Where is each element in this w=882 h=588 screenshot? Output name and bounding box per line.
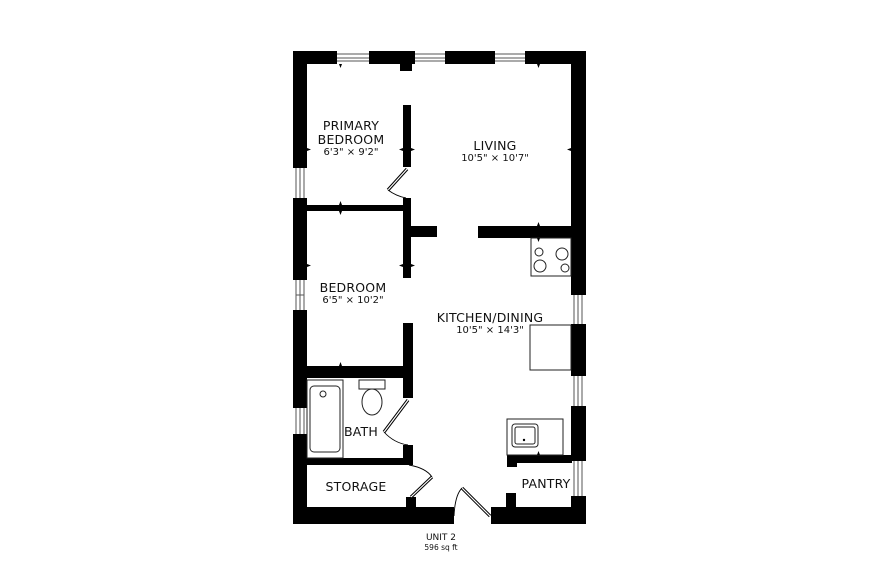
pantry-label: PANTRY bbox=[522, 477, 571, 491]
room-name: KITCHEN/DINING bbox=[436, 310, 544, 325]
room-name: PRIMARY bbox=[322, 118, 380, 133]
room-dimensions: 6'3" × 9'2" bbox=[323, 146, 379, 158]
storage-label: STORAGE bbox=[326, 480, 387, 494]
room-name: BEDROOM bbox=[317, 131, 385, 147]
entry-door[interactable] bbox=[453, 486, 492, 518]
bath-label: BATH bbox=[344, 425, 378, 439]
unit-caption: UNIT 2 596 sq ft bbox=[424, 533, 458, 552]
room-name: BEDROOM bbox=[319, 280, 387, 295]
bathtub-icon bbox=[306, 379, 344, 459]
sink-icon bbox=[506, 418, 564, 456]
storage-door[interactable] bbox=[408, 464, 434, 499]
bath-door[interactable] bbox=[382, 399, 410, 446]
primary-bedroom-label: PRIMARY BEDROOM 6'3" × 9'2" bbox=[318, 119, 385, 158]
doors bbox=[382, 167, 492, 518]
room-dimensions: 10'5" × 14'3" bbox=[456, 324, 524, 336]
unit-name: UNIT 2 bbox=[425, 533, 457, 543]
fixtures bbox=[306, 237, 572, 459]
room-name: BATH bbox=[344, 424, 378, 439]
stove-icon bbox=[530, 237, 572, 277]
kitchen-dining-label: KITCHEN/DINING 10'5" × 14'3" bbox=[437, 311, 544, 336]
room-name: PANTRY bbox=[521, 476, 571, 491]
room-dimensions: 6'5" × 10'2" bbox=[322, 294, 384, 306]
living-label: LIVING 10'5" × 10'7" bbox=[461, 139, 529, 164]
primary-bedroom-door[interactable] bbox=[386, 167, 409, 199]
unit-area: 596 sq ft bbox=[424, 542, 458, 552]
interior-walls bbox=[293, 105, 572, 509]
room-name: LIVING bbox=[473, 138, 517, 153]
room-dimensions: 10'5" × 10'7" bbox=[461, 152, 529, 164]
room-name: STORAGE bbox=[325, 479, 387, 494]
refrigerator-icon bbox=[529, 324, 572, 371]
toilet-icon bbox=[358, 379, 386, 416]
exterior-walls bbox=[293, 51, 586, 524]
bedroom-label: BEDROOM 6'5" × 10'2" bbox=[320, 281, 387, 306]
windows bbox=[295, 53, 583, 496]
dimension-markers bbox=[307, 64, 571, 455]
